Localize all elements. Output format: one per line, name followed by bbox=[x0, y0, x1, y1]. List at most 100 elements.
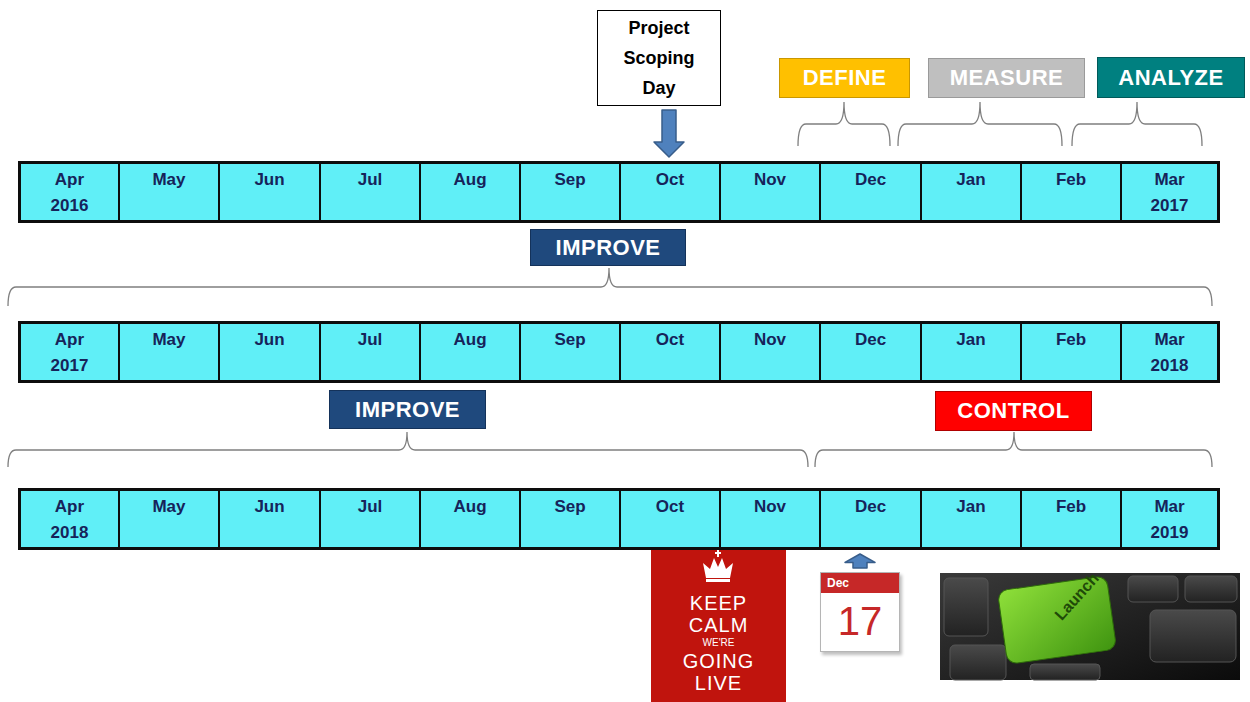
poster-text: KEEP CALM bbox=[689, 592, 749, 636]
phase-text: MEASURE bbox=[950, 65, 1064, 91]
month-text: Apr 2016 bbox=[51, 167, 89, 219]
calendar-text: 17 bbox=[821, 593, 899, 649]
month-cell: Mar 2018 bbox=[1120, 321, 1220, 383]
define-bracket bbox=[798, 102, 890, 146]
month-text: Jan bbox=[956, 494, 985, 520]
month-cell: Jan bbox=[920, 488, 1020, 550]
phase-text: DEFINE bbox=[803, 65, 887, 91]
month-cell: Oct bbox=[619, 488, 719, 550]
month-text: Aug bbox=[453, 167, 486, 193]
phase-label: MEASURE bbox=[928, 58, 1085, 98]
month-cell: May bbox=[118, 161, 218, 223]
improve-bracket bbox=[8, 268, 1212, 306]
month-text: Feb bbox=[1056, 327, 1086, 353]
month-cell: Jun bbox=[218, 161, 319, 223]
month-text: Oct bbox=[656, 167, 684, 193]
calendar-icon: Dec17 bbox=[820, 572, 900, 652]
month-text: Jan bbox=[956, 167, 985, 193]
phase-label: IMPROVE bbox=[530, 229, 686, 266]
phase-label: DEFINE bbox=[779, 58, 910, 98]
phase-text: CONTROL bbox=[957, 398, 1069, 424]
control-bracket bbox=[815, 432, 1212, 467]
month-cell: Dec bbox=[819, 161, 920, 223]
month-text: Jun bbox=[254, 494, 284, 520]
keep-calm-poster: KEEP CALMWE'REGOING LIVE bbox=[651, 548, 786, 702]
measure-bracket bbox=[898, 102, 1062, 146]
month-text: Apr 2018 bbox=[51, 494, 89, 546]
month-cell: Aug bbox=[419, 161, 519, 223]
month-text: Mar 2019 bbox=[1151, 494, 1189, 546]
month-cell: May bbox=[118, 488, 218, 550]
launch-keyboard-photo bbox=[940, 573, 1240, 680]
milestone-text: Project Scoping Day bbox=[624, 13, 695, 103]
month-cell: Sep bbox=[519, 161, 619, 223]
month-cell: Sep bbox=[519, 488, 619, 550]
month-cell: Apr 2016 bbox=[18, 161, 118, 223]
month-text: May bbox=[152, 327, 185, 353]
month-text: Feb bbox=[1056, 167, 1086, 193]
month-cell: Feb bbox=[1020, 488, 1120, 550]
month-cell: Apr 2017 bbox=[18, 321, 118, 383]
month-text: Aug bbox=[453, 327, 486, 353]
month-text: Nov bbox=[754, 327, 786, 353]
keep-calm-poster-art bbox=[651, 548, 786, 702]
month-text: May bbox=[152, 167, 185, 193]
month-text: Sep bbox=[554, 167, 585, 193]
calendar-text: Dec bbox=[821, 573, 899, 593]
month-cell: Sep bbox=[519, 321, 619, 383]
month-text: Aug bbox=[453, 494, 486, 520]
month-cell: May bbox=[118, 321, 218, 383]
poster-text: WE'RE bbox=[703, 636, 735, 650]
month-cell: Jun bbox=[218, 321, 319, 383]
month-text: Jul bbox=[358, 327, 383, 353]
month-cell: Jan bbox=[920, 161, 1020, 223]
month-cell: Nov bbox=[719, 161, 819, 223]
phase-label: CONTROL bbox=[935, 391, 1092, 431]
month-cell: Jan bbox=[920, 321, 1020, 383]
month-text: Dec bbox=[855, 327, 886, 353]
month-text: Oct bbox=[656, 327, 684, 353]
month-text: Jul bbox=[358, 494, 383, 520]
phase-label: IMPROVE bbox=[329, 390, 486, 429]
month-cell: Dec bbox=[819, 321, 920, 383]
month-text: Dec bbox=[855, 167, 886, 193]
month-text: Jul bbox=[358, 167, 383, 193]
month-cell: Nov bbox=[719, 488, 819, 550]
month-cell: Jul bbox=[319, 161, 419, 223]
month-cell: Jun bbox=[218, 488, 319, 550]
month-cell: Oct bbox=[619, 321, 719, 383]
month-text: Sep bbox=[554, 327, 585, 353]
key-label: Launch bbox=[1051, 612, 1064, 624]
month-cell: Mar 2017 bbox=[1120, 161, 1220, 223]
month-text: Dec bbox=[855, 494, 886, 520]
month-text: Feb bbox=[1056, 494, 1086, 520]
phase-brackets bbox=[8, 102, 1212, 467]
block-arrow bbox=[845, 554, 875, 568]
month-cell: Jul bbox=[319, 321, 419, 383]
month-text: Oct bbox=[656, 494, 684, 520]
poster-text: GOING LIVE bbox=[683, 650, 755, 694]
month-cell: Nov bbox=[719, 321, 819, 383]
phase-text: IMPROVE bbox=[556, 235, 661, 261]
month-cell: Oct bbox=[619, 161, 719, 223]
phase-text: IMPROVE bbox=[355, 397, 460, 423]
month-text: Mar 2017 bbox=[1151, 167, 1189, 219]
month-cell: Feb bbox=[1020, 161, 1120, 223]
month-cell: Aug bbox=[419, 488, 519, 550]
month-text: Sep bbox=[554, 494, 585, 520]
month-text: Nov bbox=[754, 494, 786, 520]
month-text: Jun bbox=[254, 167, 284, 193]
month-cell: Apr 2018 bbox=[18, 488, 118, 550]
month-cell: Feb bbox=[1020, 321, 1120, 383]
month-text: Nov bbox=[754, 167, 786, 193]
month-text: Apr 2017 bbox=[51, 327, 89, 379]
month-cell: Dec bbox=[819, 488, 920, 550]
improve-bracket bbox=[8, 432, 808, 467]
phase-label: ANALYZE bbox=[1097, 57, 1245, 98]
phase-text: ANALYZE bbox=[1118, 65, 1223, 91]
milestone-box: Project Scoping Day bbox=[597, 10, 721, 106]
month-text: Jan bbox=[956, 327, 985, 353]
